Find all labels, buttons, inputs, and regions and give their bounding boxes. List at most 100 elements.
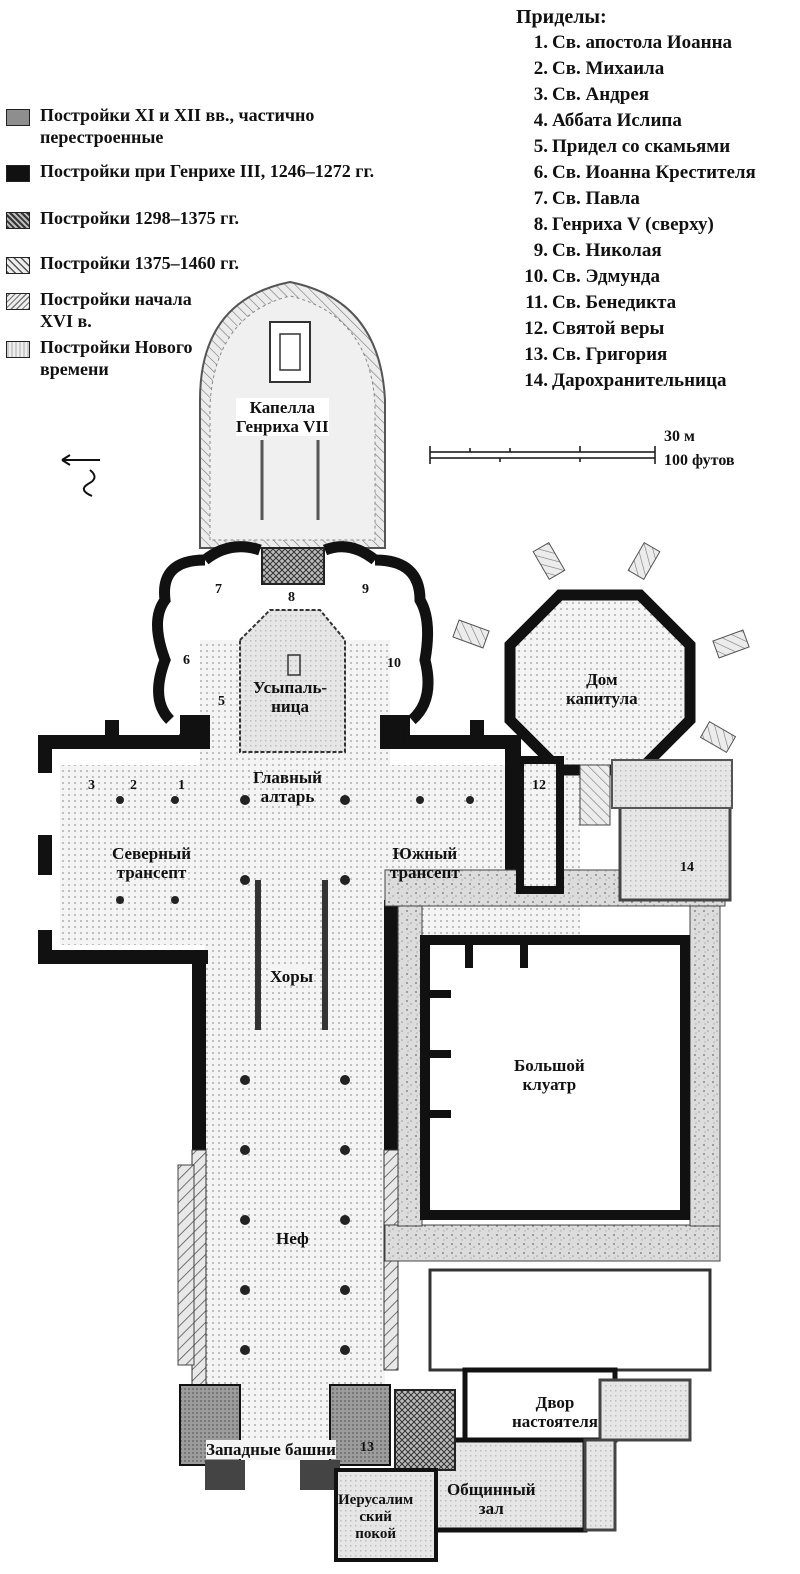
label-henry7-chapel: Капелла Генриха VII bbox=[236, 398, 329, 436]
label-line: Иерусалим bbox=[338, 1492, 414, 1508]
label-line: Северный bbox=[112, 844, 192, 863]
plan-number-11: 11 bbox=[395, 730, 409, 745]
chapel-name: Придел со скамьями bbox=[552, 136, 731, 157]
chapel-number: 12. bbox=[524, 318, 548, 339]
swatch-diagonal-icon bbox=[6, 257, 30, 274]
label-line: покой bbox=[355, 1526, 396, 1542]
chapel-name: Святой веры bbox=[552, 318, 665, 339]
chapel-number: 6. bbox=[533, 162, 548, 183]
label-north-transept: Северный трансепт bbox=[112, 844, 191, 882]
chapel-name: Св. Андрея bbox=[552, 84, 650, 105]
label-line: алтарь bbox=[260, 787, 315, 806]
swatch-grey-icon bbox=[6, 109, 30, 126]
choir-stalls bbox=[255, 880, 328, 1030]
legend-label: Постройки Нового времени bbox=[40, 337, 193, 379]
legend-label: Постройки 1375–1460 гг. bbox=[40, 253, 239, 273]
chapel-number: 4. bbox=[533, 110, 548, 131]
label-great-cloister: Большой клуатр bbox=[514, 1056, 585, 1094]
chapel-number: 5. bbox=[533, 136, 548, 157]
chapel-number: 8. bbox=[533, 214, 548, 235]
legend-item-16c: Постройки начала XVI в. bbox=[6, 288, 210, 332]
label-jerusalem-chamber: Иерусалим ский покой bbox=[338, 1492, 413, 1543]
chapel-item: 7.Св. Павла bbox=[516, 186, 756, 212]
chapter-house-shape bbox=[452, 541, 750, 826]
deans-buildings bbox=[334, 1268, 712, 1562]
chapel-number: 2. bbox=[533, 58, 548, 79]
chapel-name: Св. Николая bbox=[552, 240, 662, 261]
scale-metric-label: 30 м bbox=[664, 428, 695, 445]
henry5-chantry bbox=[261, 547, 325, 585]
label-line: Генриха VII bbox=[236, 417, 329, 436]
chapels-title: Приделы: bbox=[516, 6, 607, 28]
scale-bar bbox=[429, 446, 656, 464]
plan-number-10: 10 bbox=[387, 656, 401, 671]
apse-walls bbox=[152, 541, 434, 725]
legend-item-1298: Постройки 1298–1375 гг. bbox=[6, 207, 239, 229]
swatch-black-icon bbox=[6, 165, 30, 182]
legend-label: Постройки XI и XII вв., частично перестр… bbox=[40, 105, 315, 147]
chapel-item: 11.Св. Бенедикта bbox=[516, 290, 756, 316]
chapel-item: 5.Придел со скамьями bbox=[516, 134, 756, 160]
shrine-tomb bbox=[287, 654, 301, 676]
chapel-number: 7. bbox=[533, 188, 548, 209]
label-line: Усыпаль- bbox=[253, 678, 328, 697]
chapel-number: 1. bbox=[533, 32, 548, 53]
legend-item-henry3: Постройки при Генрихе III, 1246–1272 гг. bbox=[6, 160, 374, 182]
chapel-item: 1.Св. апостола Иоанна bbox=[516, 30, 756, 56]
chapel-item: 9.Св. Николая bbox=[516, 238, 756, 264]
label-west-towers: Западные башни bbox=[206, 1440, 336, 1459]
plan-number-7: 7 bbox=[215, 582, 222, 597]
legend-item-1375: Постройки 1375–1460 гг. bbox=[6, 252, 239, 274]
label-line: капитула bbox=[566, 689, 638, 708]
label-line: Двор bbox=[535, 1393, 575, 1412]
swatch-fine-diagonal-icon bbox=[6, 293, 30, 310]
piers bbox=[116, 795, 474, 1355]
label-line: Общинный bbox=[447, 1480, 536, 1499]
swatch-light-icon bbox=[6, 341, 30, 358]
legend-item-xi-xii: Постройки XI и XII вв., частично перестр… bbox=[6, 104, 380, 148]
shrine-area bbox=[239, 609, 346, 753]
label-line: трансепт bbox=[390, 863, 460, 882]
chapel-item: 4.Аббата Ислипа bbox=[516, 108, 756, 134]
chapels-list: Приделы: 1.Св. апостола Иоанна 2.Св. Мих… bbox=[516, 4, 756, 394]
label-line: ский bbox=[359, 1509, 392, 1525]
cloister-shape bbox=[384, 869, 726, 1262]
plan-number-2: 2 bbox=[130, 778, 137, 793]
east-range bbox=[611, 759, 733, 809]
chapel-number: 10. bbox=[524, 266, 548, 287]
chapel-item: 3.Св. Андрея bbox=[516, 82, 756, 108]
chapel-name: Св. Павла bbox=[552, 188, 640, 209]
label-south-transept: Южный трансепт bbox=[390, 844, 460, 882]
label-shrine: Усыпаль- ница bbox=[253, 678, 327, 716]
label-line: зал bbox=[478, 1499, 504, 1518]
chapel-number: 11. bbox=[525, 292, 548, 313]
plan-number-4: 4 bbox=[178, 728, 185, 743]
label-nave: Неф bbox=[276, 1229, 309, 1248]
nave-walls bbox=[177, 900, 399, 1391]
label-line: Главный bbox=[253, 768, 322, 787]
chapel-name: Св. Григория bbox=[552, 344, 668, 365]
chapel-name: Дарохранительница bbox=[552, 370, 727, 391]
chapel-name: Св. апостола Иоанна bbox=[552, 32, 733, 53]
chapel-name: Св. Эдмунда bbox=[552, 266, 661, 287]
chapel-item: 14.Дарохранительница bbox=[516, 368, 756, 394]
chapel-number: 9. bbox=[533, 240, 548, 261]
label-line: Капелла bbox=[249, 398, 315, 417]
chapel-name: Генриха V (сверху) bbox=[552, 214, 714, 235]
chapel-item: 12.Святой веры bbox=[516, 316, 756, 342]
chapel-item: 6.Св. Иоанна Крестителя bbox=[516, 160, 756, 186]
plan-number-14: 14 bbox=[680, 860, 694, 875]
label-line: клуатр bbox=[522, 1075, 577, 1094]
plan-number-9: 9 bbox=[362, 582, 369, 597]
label-line: ница bbox=[271, 697, 309, 716]
plan-number-6: 6 bbox=[183, 653, 190, 668]
chapel-item: 13.Св. Григория bbox=[516, 342, 756, 368]
plan-number-12: 12 bbox=[532, 778, 546, 793]
label-deans-yard: Двор настоятеля bbox=[512, 1393, 598, 1431]
chapel-item: 8.Генриха V (сверху) bbox=[516, 212, 756, 238]
label-line: настоятеля bbox=[512, 1412, 598, 1431]
legend-label: Постройки начала XVI в. bbox=[40, 289, 192, 331]
chapel-item: 2.Св. Михаила bbox=[516, 56, 756, 82]
chapel-name: Св. Михаила bbox=[552, 58, 665, 79]
chapel-number: 14. bbox=[524, 370, 548, 391]
